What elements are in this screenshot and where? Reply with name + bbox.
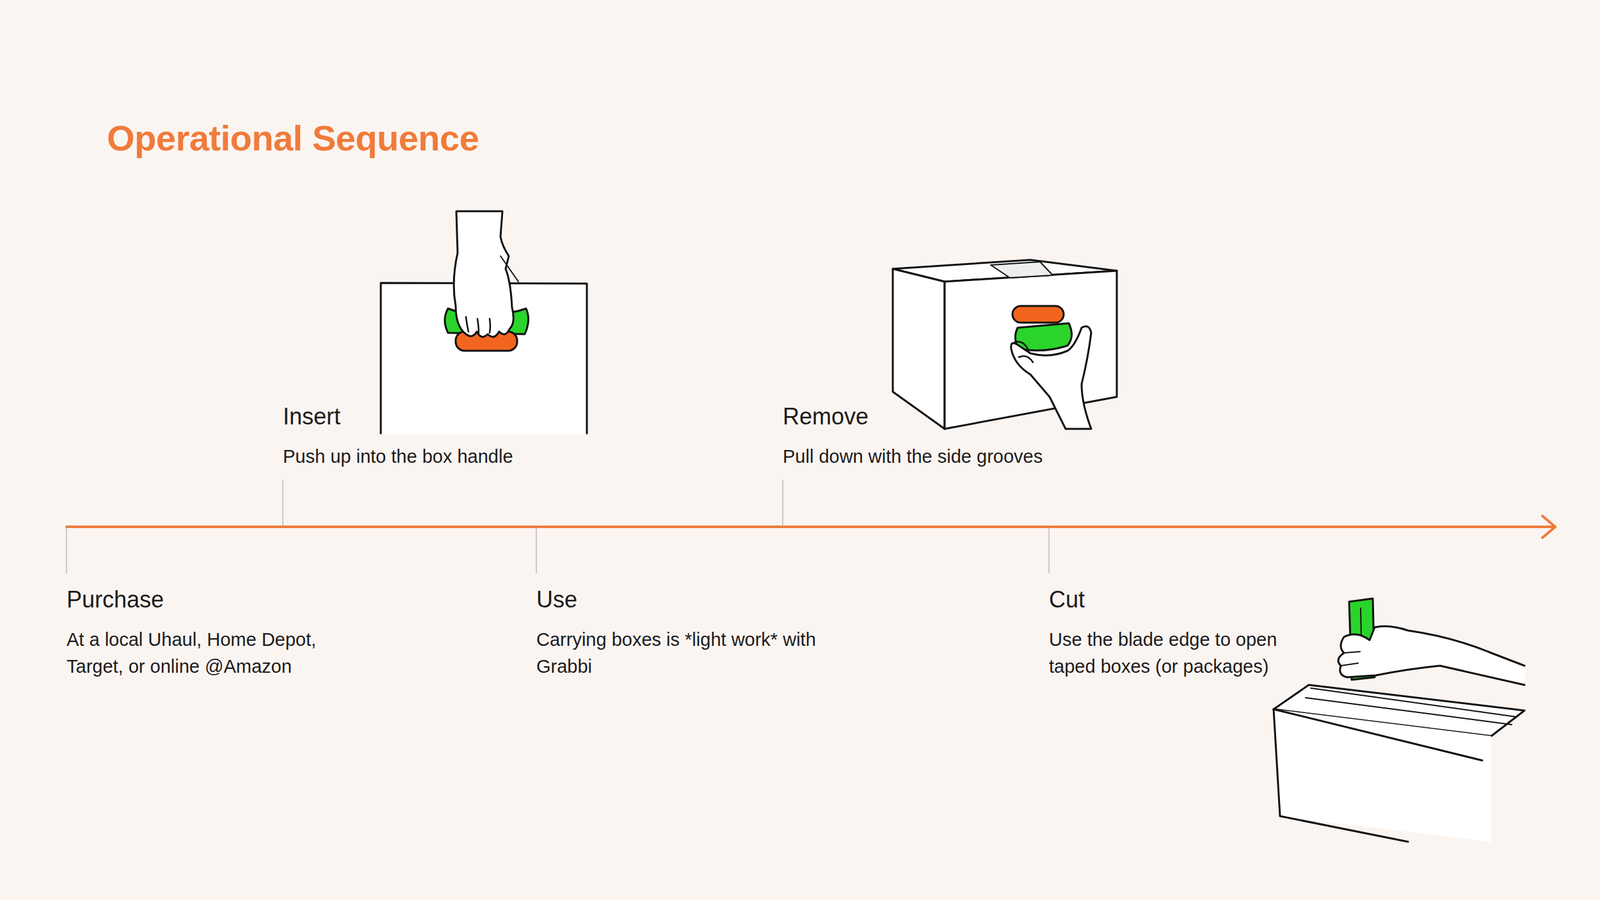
step-description: At a local Uhaul, Home Depot, Target, or… (66, 625, 368, 680)
step-description: Carrying boxes is *light work* with Grab… (536, 625, 838, 680)
step-heading: Cut (1048, 586, 1085, 614)
remove-illustration (892, 259, 1117, 429)
step-description: Use the blade edge to open taped boxes (… (1048, 625, 1325, 680)
insert-illustration (380, 211, 587, 434)
title: Operational Sequence (106, 117, 479, 159)
step-description: Pull down with the side grooves (782, 442, 1180, 470)
step-heading: Remove (782, 403, 869, 431)
cut-illustration (1273, 598, 1525, 842)
step-heading: Purchase (66, 586, 164, 614)
step-heading: Use (536, 586, 578, 614)
step-heading: Insert (282, 403, 341, 431)
timeline (66, 480, 1556, 573)
step-description: Push up into the box handle (282, 442, 680, 470)
